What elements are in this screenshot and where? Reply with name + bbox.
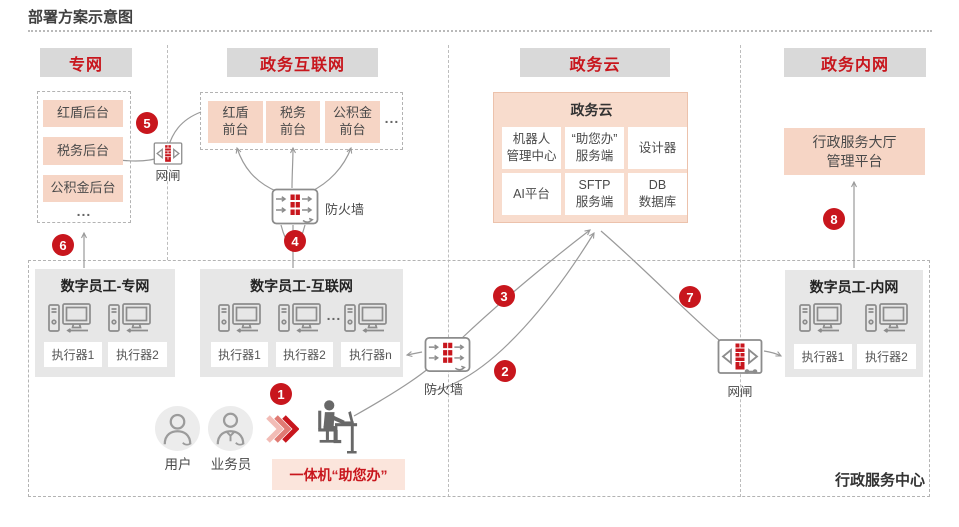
executor-label: 执行器2 [276,342,333,367]
cloud-cell-db: DB 数据库 [628,173,687,215]
private-backends-box [37,91,131,223]
internet-frontends-box [200,92,403,150]
step-badge-1: 1 [270,383,292,405]
backend-ellipsis: ... [76,203,92,219]
step-badge-2: 2 [494,360,516,382]
kiosk-operator-icon [311,398,359,456]
clerk-avatar-icon [208,406,253,451]
executor-label: 执行器1 [211,342,268,367]
computer-icon [798,302,844,336]
firewall-icon [424,336,471,373]
cloud-cell-ai-platform: AI平台 [502,173,561,215]
firewall1-label: 防火墙 [325,202,365,217]
gateway-icon [717,338,763,375]
backend-hongdun: 红盾后台 [43,100,123,127]
step-badge-8: 8 [823,208,845,230]
worker-intranet-title: 数字员工-内网 [809,279,899,295]
frontend-gongjijin: 公积金 前台 [325,101,380,143]
title-divider [28,30,932,32]
step-badge-7: 7 [679,286,701,308]
service-center-box [28,260,930,497]
computer-icon [277,302,323,336]
executor-label: 执行器n [341,342,400,367]
step-badge-4: 4 [284,230,306,252]
cloud-cell-sftp-server: SFTP 服务端 [565,173,624,215]
computer-icon [217,302,263,336]
executor-label: 执行器1 [794,344,852,369]
computer-icon [864,302,910,336]
step-badge-5: 5 [136,112,158,134]
worker-internet-title: 数字员工-互联网 [250,278,353,294]
computer-icon [343,302,389,336]
firewall-icon [271,188,319,225]
gateway2-label: 网闸 [727,385,753,399]
zone-header-private: 专网 [40,48,132,77]
computers-ellipsis: ... [326,307,342,323]
cloud-cell-designer: 设计器 [628,127,687,169]
user-avatar-icon [155,406,200,451]
clerk-label: 业务员 [210,457,252,472]
frontend-ellipsis: ... [384,110,400,126]
executor-label: 执行器2 [857,344,916,369]
cloud-platform-title: 政务云 [570,102,613,118]
firewall2-label: 防火墙 [424,382,464,397]
service-center-label: 行政服务中心 [834,472,925,489]
executor-label: 执行器1 [44,342,102,367]
zone-divider-2 [448,45,449,497]
chevron-right-icon [265,412,299,446]
gateway-icon [153,142,183,165]
frontend-shuiwu: 税务 前台 [266,101,320,143]
hall-management-platform: 行政服务大厅 管理平台 [784,128,925,175]
computer-icon [107,302,153,336]
cloud-cell-zhunban-server: “助您办” 服务端 [565,127,624,169]
zone-header-internet: 政务互联网 [227,48,378,77]
page-title: 部署方案示意图 [28,9,134,26]
zone-header-intranet: 政务内网 [784,48,926,77]
step-badge-6: 6 [52,234,74,256]
kiosk-label: 一体机“助您办” [272,459,405,490]
executor-label: 执行器2 [108,342,167,367]
backend-gongjijin: 公积金后台 [43,175,123,202]
zone-header-cloud: 政务云 [520,48,670,77]
user-label: 用户 [164,457,192,472]
cloud-cell-robot-center: 机器人 管理中心 [502,127,561,169]
gateway1-label: 网闸 [155,169,181,183]
frontend-hongdun: 红盾 前台 [208,101,263,143]
backend-shuiwu: 税务后台 [43,137,123,165]
cloud-platform-box: 政务云 机器人 管理中心 “助您办” 服务端 设计器 AI平台 SFTP 服务端… [493,92,688,223]
step-badge-3: 3 [493,285,515,307]
computer-icon [47,302,93,336]
zone-divider-3 [740,45,741,497]
worker-private-title: 数字员工-专网 [60,278,150,294]
